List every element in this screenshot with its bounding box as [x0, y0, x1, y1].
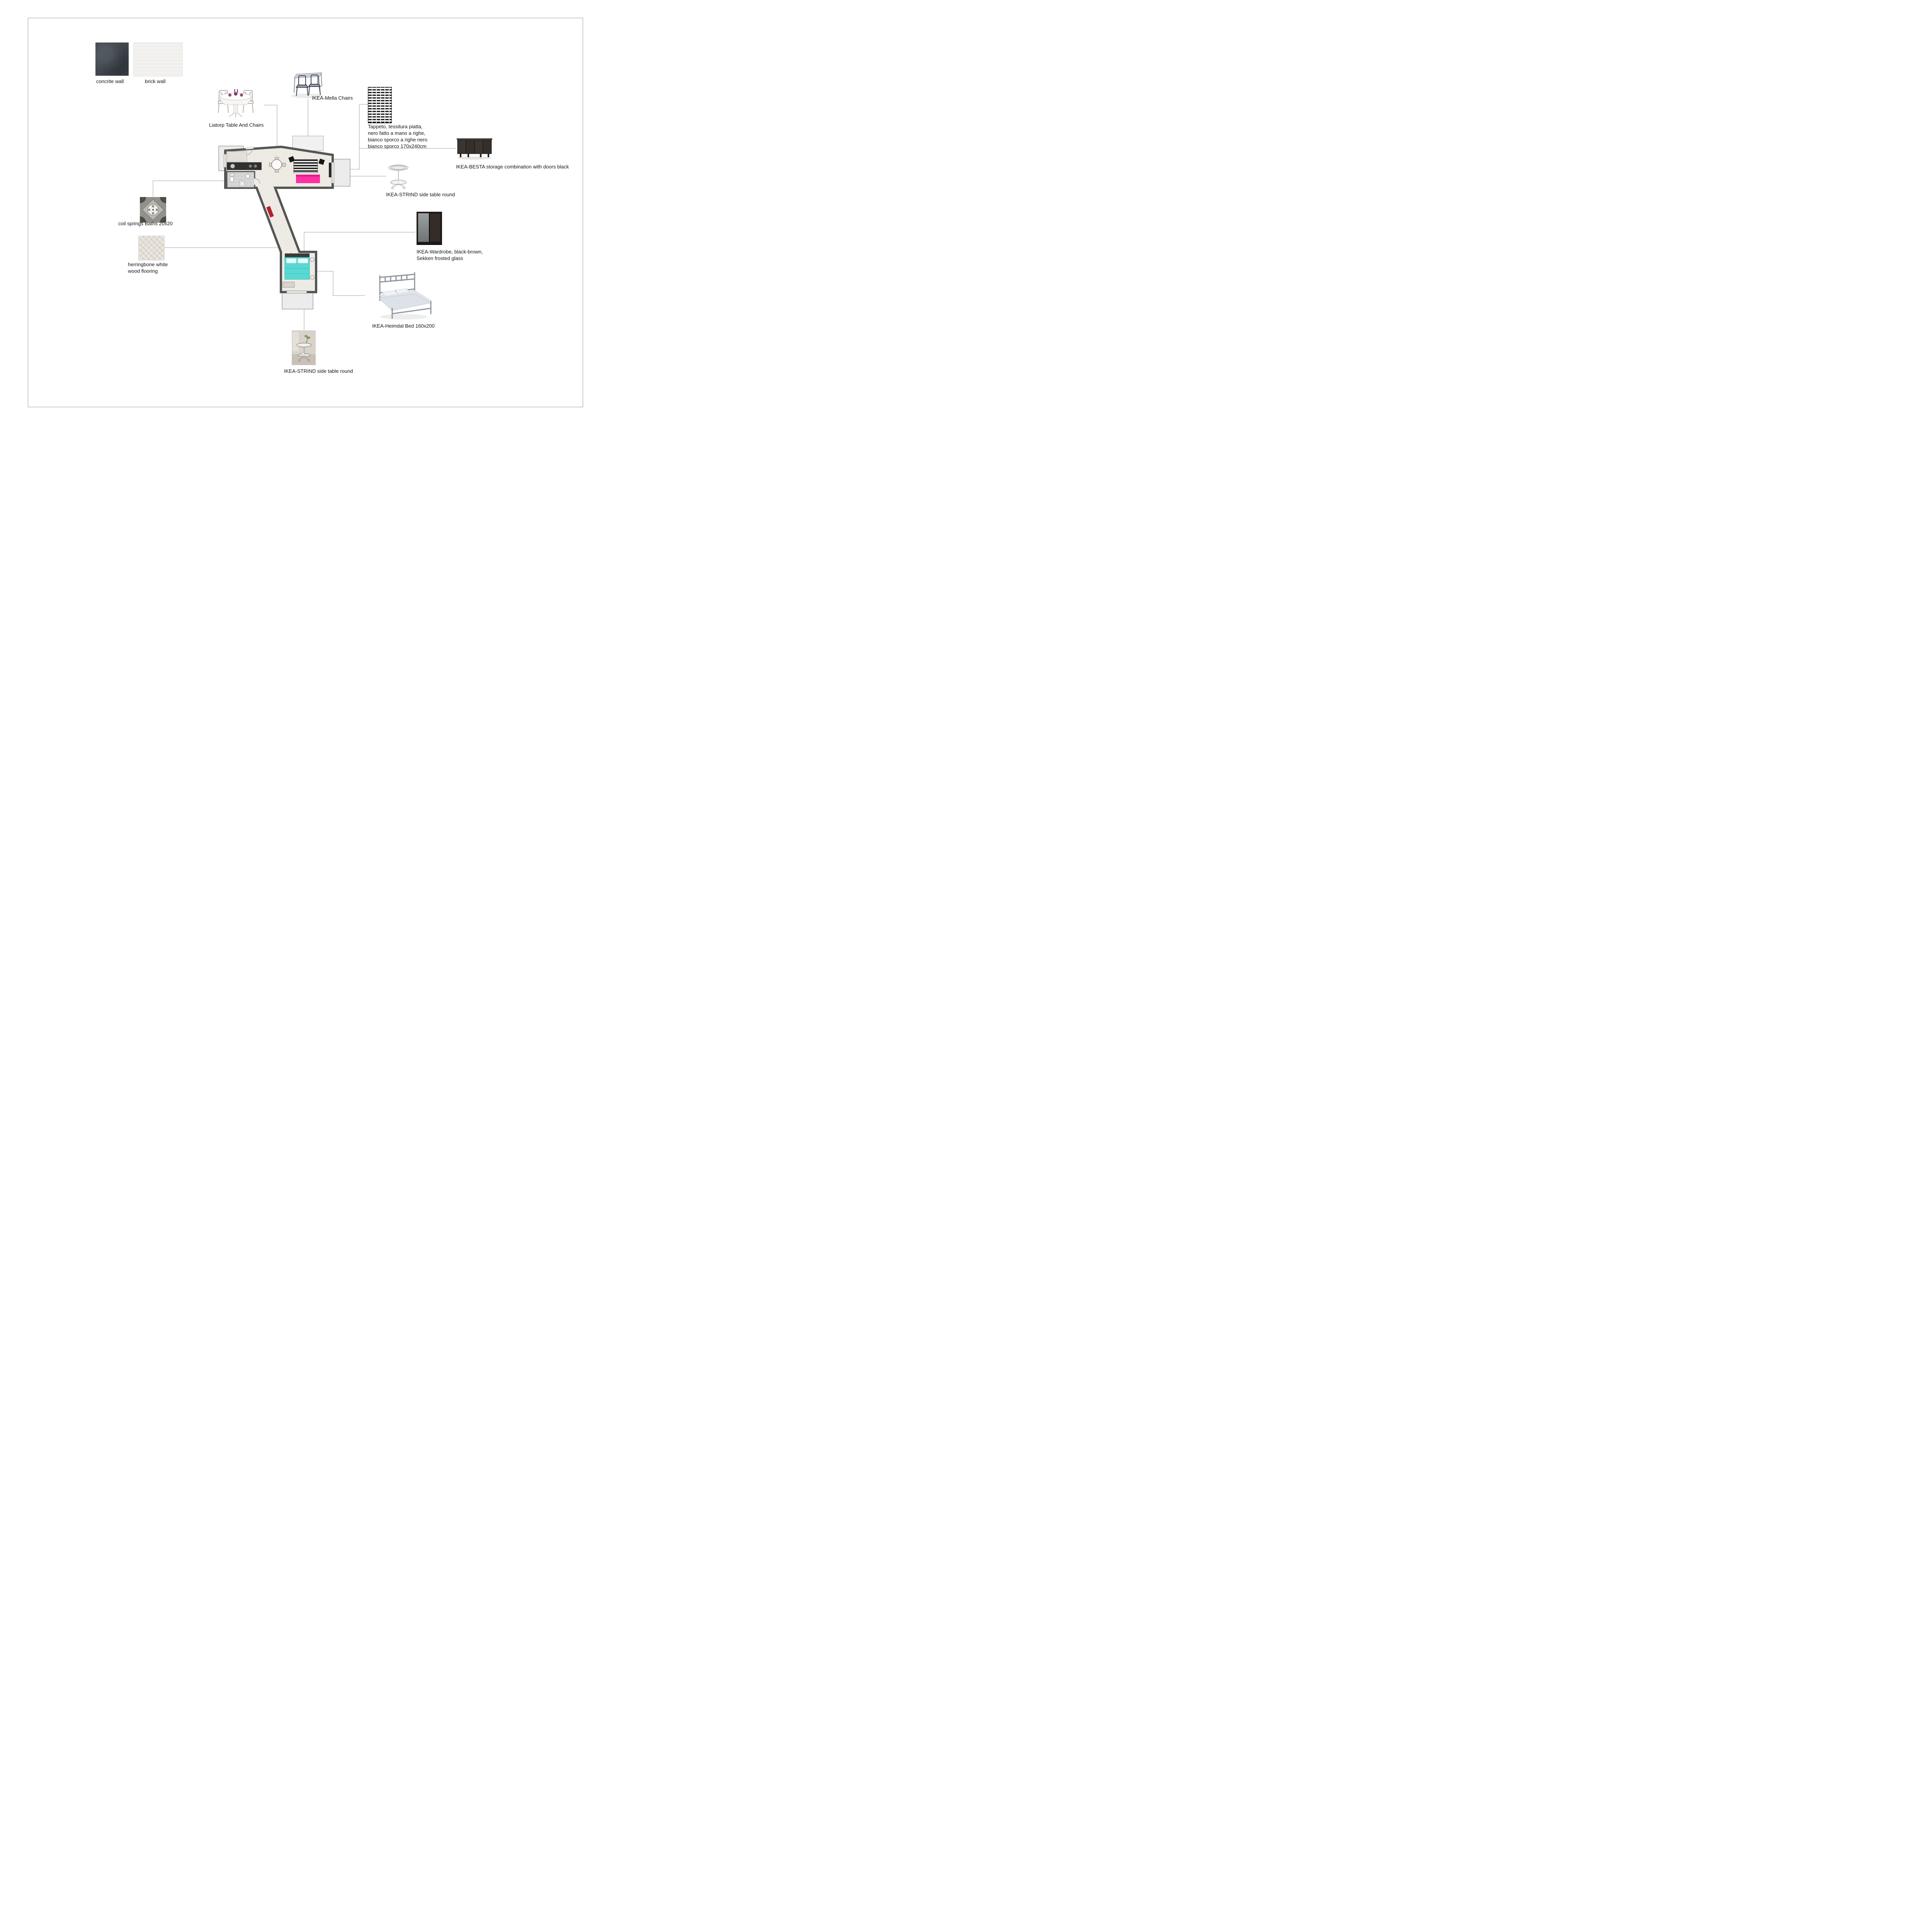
board-frame [28, 18, 583, 407]
wardrobe-label: IKEA-Wardrobe, black-brown, Sekken frost… [417, 249, 483, 261]
liatorp-label: Liatorp Table And Chairs [209, 122, 264, 128]
strind-table-bottom-image [292, 330, 316, 365]
strind-top-label: IKEA-STRIND side table round [386, 192, 455, 197]
herringbone-swatch [138, 236, 165, 260]
mella-chairs-image [285, 65, 327, 99]
brick-wall-swatch [133, 42, 183, 76]
strind-table-top-image [386, 162, 410, 190]
concrete-wall-swatch [95, 42, 129, 76]
heimdal-label: IKEA-Heimdal Bed 160x200 [372, 323, 435, 329]
coil-tile-label: coil springs Baths 20x20 [118, 221, 173, 226]
besta-label: IKEA-BESTA storage combination with door… [456, 164, 569, 170]
brick-wall-label: brick wall [145, 78, 166, 84]
herringbone-label: herringbone white wood flooring [128, 262, 168, 274]
concrete-wall-label: concrite wall [96, 78, 124, 84]
mood-board-canvas: concrite wall brick wall Liatorp Table A… [0, 0, 598, 423]
heimdal-bed-image [365, 270, 434, 321]
strind-bottom-label: IKEA-STRIND side table round [284, 368, 353, 374]
tappeto-label: Tappeto, tessitura piatta, nero fatto a … [368, 124, 427, 149]
liatorp-table-image [207, 76, 264, 121]
coil-tile-image [140, 197, 166, 223]
wardrobe-image [415, 211, 443, 246]
besta-storage-image [456, 135, 493, 160]
tappeto-rug-swatch [368, 87, 392, 123]
mella-label: IKEA-Mella Chairs [312, 95, 353, 101]
